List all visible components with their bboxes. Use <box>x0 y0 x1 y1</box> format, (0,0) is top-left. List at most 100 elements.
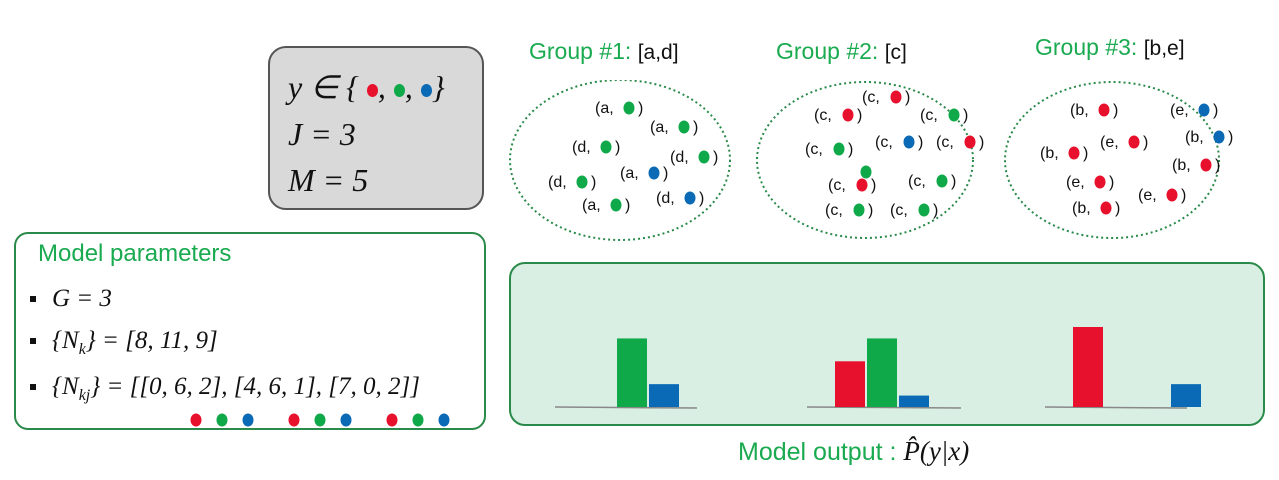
sample-close: ) <box>848 141 853 158</box>
index-dot-blue <box>242 413 254 427</box>
sample-close: ) <box>625 197 630 214</box>
bar-chart-baseline <box>554 406 698 409</box>
output-label-text: Model output : <box>738 438 904 466</box>
index-dot-red <box>288 413 300 427</box>
sample-dot-blue <box>648 166 660 180</box>
group-2-label: Group #2: <box>776 38 885 64</box>
sample-close: ) <box>979 134 984 151</box>
bar-1-blue <box>649 384 679 407</box>
bar-3-red <box>1073 327 1103 407</box>
y-set-close: } <box>431 69 445 105</box>
sample-label: (c, <box>862 89 880 106</box>
bar-1-green <box>617 338 647 407</box>
sample-label: (a, <box>595 100 614 117</box>
index-dot-blue <box>340 413 352 427</box>
sample-dot-green <box>948 108 960 122</box>
param-g-text: G = 3 <box>52 285 112 312</box>
y-set-definition: y ∈ { , , } <box>288 68 445 106</box>
index-dot-red <box>190 413 202 427</box>
output-label: Model output : P̂(y|x) <box>738 436 969 467</box>
group-1-ellipse <box>509 80 731 241</box>
sample-close: ) <box>963 107 968 124</box>
sample-dot-red <box>1166 188 1178 202</box>
sample-close: ) <box>1143 134 1148 151</box>
param-nk: {Nk} = [8, 11, 9] <box>30 326 218 359</box>
sample-dot-blue <box>684 191 696 205</box>
sample-label: (e, <box>1066 174 1085 191</box>
sample-dot-green <box>853 203 865 217</box>
sample-dot-green <box>698 150 710 164</box>
sample-dot-blue <box>903 135 915 149</box>
y-set-text: y ∈ { <box>288 69 359 105</box>
sample-label: (a, <box>650 119 669 136</box>
model-output-box <box>509 262 1265 426</box>
sample-close: ) <box>1228 129 1233 146</box>
sample-dot-green <box>833 142 845 156</box>
index-dot-green <box>216 413 228 427</box>
index-dots <box>190 413 450 427</box>
group-3-ellipse <box>1004 81 1220 239</box>
sample-dot-green <box>918 203 930 217</box>
sample-dot-red <box>1094 175 1106 189</box>
sample-label: (e, <box>1170 102 1189 119</box>
sample-dot-blue <box>1198 103 1210 117</box>
param-nkj-val: } = [[0, 6, 2], [4, 6, 1], [7, 0, 2]] <box>90 373 420 400</box>
group-3-title: Group #3: [b,e] <box>1035 34 1185 61</box>
param-nkj-text: {N <box>52 373 79 400</box>
param-nk-text: {N <box>52 327 79 354</box>
sample-dot-red <box>856 178 868 192</box>
sep-1: , <box>377 69 386 105</box>
sample-label: (b, <box>1185 129 1204 146</box>
group-3-members: [b,e] <box>1143 37 1185 60</box>
index-dot-blue <box>438 413 450 427</box>
sample-dot-blue <box>1213 130 1225 144</box>
group-1-members: [a,d] <box>637 41 679 64</box>
sample-dot-green <box>936 174 948 188</box>
bar-2-blue <box>899 395 929 407</box>
output-formula: P̂(y|x) <box>903 436 970 466</box>
sample-label: (a, <box>620 165 639 182</box>
group-2-members: [c] <box>884 41 907 64</box>
sample-dot-green <box>576 175 588 189</box>
sample-label: (e, <box>1100 134 1119 151</box>
sample-dot-red <box>890 90 902 104</box>
sample-label: (c, <box>828 177 846 194</box>
param-nkj-sub: kj <box>78 387 91 404</box>
sample-close: ) <box>933 202 938 219</box>
index-dot-red <box>386 413 398 427</box>
bullet-icon <box>30 296 36 303</box>
blue-dot-icon <box>420 84 432 98</box>
sample-label: (c, <box>920 107 938 124</box>
sample-dot-green <box>623 101 635 115</box>
bar-2-green <box>867 338 897 407</box>
sample-label: (c, <box>825 202 843 219</box>
param-nkj: {Nkj} = [[0, 6, 2], [4, 6, 1], [7, 0, 2]… <box>30 372 420 405</box>
j-definition: J = 3 <box>288 116 356 152</box>
bar-chart-baseline <box>806 406 962 409</box>
sample-close: ) <box>1215 157 1220 174</box>
sample-dot-red <box>964 135 976 149</box>
bar-3-blue <box>1171 384 1201 407</box>
sample-close: ) <box>615 139 620 156</box>
sample-close: ) <box>591 174 596 191</box>
sample-dot-red <box>842 108 854 122</box>
group-2-title: Group #2: [c] <box>776 38 907 65</box>
sample-label: (b, <box>1040 145 1059 162</box>
bar-2-red <box>835 361 865 407</box>
sample-dot-green <box>600 140 612 154</box>
sample-label: (c, <box>814 107 832 124</box>
sample-label: (c, <box>875 134 893 151</box>
sample-label: (c, <box>908 173 926 190</box>
sample-close: ) <box>918 134 923 151</box>
sample-label: (c, <box>805 141 823 158</box>
sample-label: (a, <box>582 197 601 214</box>
sample-close: ) <box>857 107 862 124</box>
sep-2: , <box>404 69 413 105</box>
sample-close: ) <box>868 202 873 219</box>
sample-close: ) <box>1213 102 1218 119</box>
m-definition: M = 5 <box>288 162 369 198</box>
bullet-icon <box>30 338 36 345</box>
sample-close: ) <box>871 177 876 194</box>
sample-close: ) <box>1113 102 1118 119</box>
sample-close: ) <box>638 100 643 117</box>
